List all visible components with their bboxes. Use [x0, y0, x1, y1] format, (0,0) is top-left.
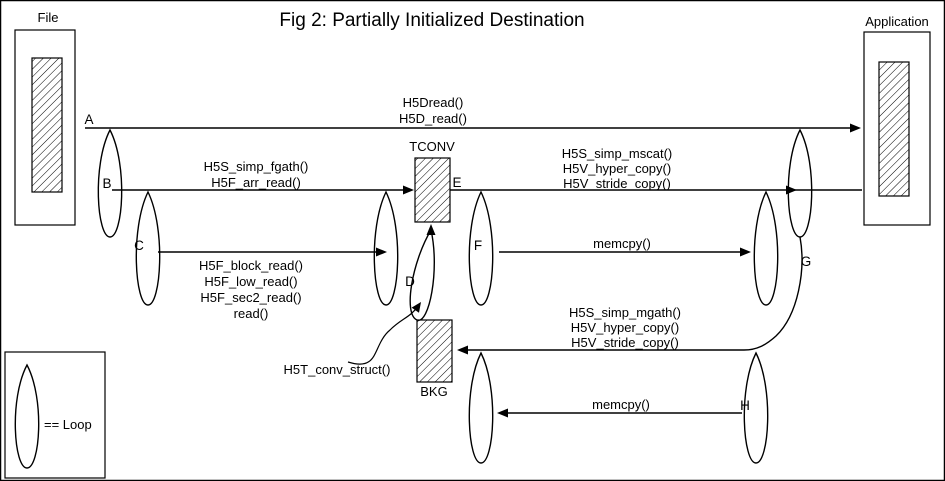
h5v-stride-copy-top-label: H5V_stride_copy() — [563, 176, 671, 191]
legend-label: == Loop — [44, 417, 92, 432]
h5v-stride-copy-bottom-label: H5V_stride_copy() — [571, 335, 679, 350]
loop-g — [753, 190, 779, 306]
application-node-label: Application — [865, 14, 929, 29]
read-label: read() — [234, 306, 269, 321]
h5v-hyper-copy-bottom-label: H5V_hyper_copy() — [571, 320, 679, 335]
curve-app-to-bkg — [743, 236, 803, 351]
h5f-low-read-label: H5F_low_read() — [204, 274, 297, 289]
h5s-simp-fgath-label: H5S_simp_fgath() — [204, 159, 309, 174]
h5f-sec2-read-label: H5F_sec2_read() — [200, 290, 301, 305]
letter-g: G — [801, 254, 812, 269]
letter-f: F — [474, 238, 482, 253]
letter-e: E — [452, 175, 461, 190]
letter-a: A — [84, 112, 93, 127]
loop-a-b — [97, 128, 123, 238]
h5t-conv-struct-label: H5T_conv_struct() — [284, 362, 391, 377]
h5f-arr-read-label: H5F_arr_read() — [211, 175, 301, 190]
letter-h: H — [740, 398, 750, 413]
h5d-read-label: H5D_read() — [399, 111, 467, 126]
memcpy-bottom-label: memcpy() — [592, 397, 650, 412]
tconv-buffer-hatch — [414, 157, 451, 223]
loop-f — [468, 190, 494, 306]
loop-b-c — [135, 190, 161, 306]
bkg-label: BKG — [420, 384, 447, 399]
letter-c: C — [134, 238, 144, 253]
loop-pre-tconv — [373, 190, 399, 306]
loop-d-arrowhead — [426, 224, 436, 235]
loop-bkg-right — [743, 351, 769, 464]
line-c-arrowhead — [376, 247, 387, 257]
letter-d: D — [405, 274, 415, 289]
bkg-buffer-hatch — [416, 319, 453, 383]
h5dread-label: H5Dread() — [403, 95, 464, 110]
loop-application — [787, 128, 813, 238]
line-mgath-arrowhead — [457, 345, 468, 355]
memcpy-mid-label: memcpy() — [593, 236, 651, 251]
file-node-label: File — [38, 10, 59, 25]
line-b-arrowhead — [403, 185, 414, 195]
letter-b: B — [102, 176, 111, 191]
h5v-hyper-copy-top-label: H5V_hyper_copy() — [563, 161, 671, 176]
h5f-block-read-label: H5F_block_read() — [199, 258, 303, 273]
application-buffer-hatch — [878, 61, 910, 197]
line-f-arrowhead — [740, 247, 751, 257]
h5s-simp-mgath-label: H5S_simp_mgath() — [569, 305, 681, 320]
tconv-label: TCONV — [409, 139, 455, 154]
conv-struct-callout-arrowhead — [411, 302, 421, 313]
conv-struct-callout-curve — [347, 304, 420, 365]
legend-box — [4, 351, 106, 479]
figure-title: Fig 2: Partially Initialized Destination — [279, 10, 584, 31]
file-buffer-hatch — [31, 57, 63, 193]
line-a-arrowhead — [850, 123, 861, 133]
loop-bkg-left — [468, 351, 494, 464]
legend-loop-icon — [14, 363, 40, 469]
h5s-simp-mscat-label: H5S_simp_mscat() — [562, 146, 673, 161]
line-h-arrowhead — [497, 408, 508, 418]
